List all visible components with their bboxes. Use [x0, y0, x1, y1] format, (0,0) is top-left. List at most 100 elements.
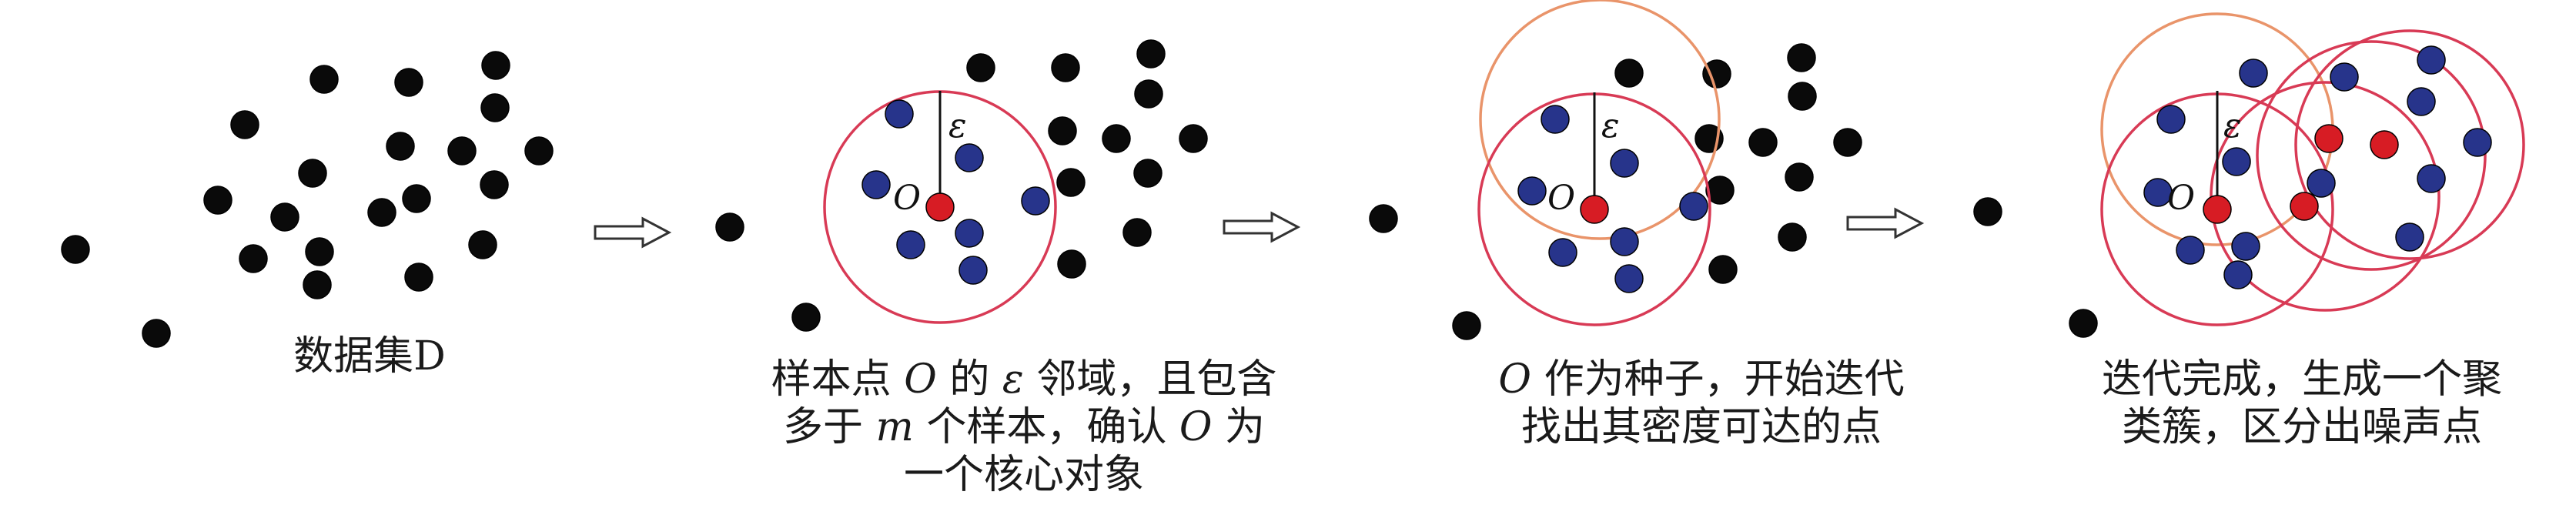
data-point: [1833, 128, 1862, 157]
data-point: [386, 132, 415, 161]
panel-2-core-point: εO: [715, 39, 1208, 332]
cluster-neighbourhood-circle: [2294, 29, 2525, 260]
data-point: [715, 212, 744, 242]
data-point: [270, 202, 299, 232]
caption-line: O 作为种子，开始迭代: [1370, 356, 2032, 403]
caption-text: 迭代完成，生成一个聚: [2101, 356, 2502, 403]
neighbour-point: [1610, 227, 1639, 256]
caption-panel-4: 迭代完成，生成一个聚类簇，区分出噪声点: [2032, 356, 2571, 451]
caption-text: 数据集D: [293, 333, 446, 380]
data-point: [1051, 53, 1080, 82]
caption-line: 类簇，区分出噪声点: [2032, 403, 2571, 451]
neighbour-point: [1541, 105, 1570, 134]
cluster-point: [2407, 87, 2436, 116]
data-point: [394, 68, 423, 97]
epsilon-label: ε: [2223, 106, 2242, 145]
cluster-point: [2143, 178, 2173, 207]
data-point: [1614, 59, 1644, 88]
data-point: [303, 270, 332, 299]
data-point: [1702, 59, 1731, 89]
data-point: [1056, 168, 1086, 197]
data-point: [1122, 218, 1152, 247]
data-point: [1048, 116, 1077, 145]
core-point: [2290, 192, 2319, 221]
data-point: [1133, 159, 1163, 188]
cluster-point: [2223, 260, 2253, 289]
core-point: [2370, 130, 2399, 159]
caption-text: 一个核心对象: [903, 452, 1144, 498]
noise-point: [1973, 197, 2002, 226]
caption-line: 找出其密度可达的点: [1370, 403, 2032, 451]
cluster-point: [2176, 236, 2205, 265]
data-point: [61, 235, 90, 264]
arrow-2-to-3: [1223, 211, 1301, 243]
data-point: [367, 198, 396, 227]
cluster-neighbourhood-circle: [2210, 81, 2441, 312]
neighbour-point: [955, 143, 984, 172]
core-point-label: O: [1547, 179, 1575, 218]
data-point: [239, 244, 268, 273]
core-point-label: O: [2167, 179, 2195, 218]
caption-text: 为: [1212, 404, 1266, 450]
data-point: [1136, 39, 1166, 69]
caption-text: 类簇，区分出噪声点: [2121, 404, 2482, 450]
data-point: [404, 263, 433, 292]
caption-line: 样本点 O 的 ε 邻域，且包含: [654, 356, 1393, 403]
data-point: [1787, 43, 1816, 72]
expanded-neighbourhood-circle: [1479, 0, 1721, 240]
data-point: [1778, 222, 1807, 252]
data-point: [203, 186, 233, 215]
arrows: [594, 207, 1925, 249]
caption-text: 多于: [782, 404, 876, 450]
math-symbol: ε: [1002, 356, 1024, 403]
neighbour-point: [885, 99, 914, 129]
data-point: [447, 136, 477, 166]
caption-text: 个样本，确认: [913, 404, 1179, 450]
data-point: [1452, 311, 1481, 340]
caption-panel-1: 数据集D: [192, 333, 547, 380]
caption-text: 邻域，且包含: [1023, 356, 1277, 403]
data-point: [468, 230, 497, 259]
panel-4-cluster: εO: [1973, 12, 2525, 338]
caption-line: 一个核心对象: [654, 451, 1393, 499]
caption-panel-3: O 作为种子，开始迭代找出其密度可达的点: [1370, 356, 2032, 451]
cluster-point: [2417, 45, 2446, 75]
data-point: [1788, 82, 1817, 111]
data-point: [1369, 204, 1398, 233]
cluster-point: [2156, 105, 2186, 134]
data-point: [1748, 128, 1778, 157]
cluster-point: [2222, 147, 2251, 176]
caption-text: 找出其密度可达的点: [1521, 404, 1882, 450]
neighbour-point: [1610, 149, 1639, 178]
cluster-point: [2330, 62, 2359, 92]
data-point: [402, 184, 431, 213]
math-symbol: m: [875, 404, 914, 450]
data-point: [230, 110, 259, 139]
core-point: [2314, 124, 2343, 153]
neighbour-point: [1548, 238, 1577, 267]
data-point: [1102, 124, 1131, 153]
data-point: [524, 136, 554, 166]
arrow-3-to-4: [1846, 207, 1925, 239]
cluster-point: [2239, 59, 2268, 88]
neighbour-point: [958, 256, 988, 285]
caption-line: 多于 m 个样本，确认 O 为: [654, 403, 1393, 451]
core-point-o: [1580, 195, 1609, 224]
cluster-point: [2463, 128, 2492, 157]
math-symbol: O: [1498, 356, 1532, 403]
data-point: [1134, 79, 1163, 109]
caption-text: 作为种子，开始迭代: [1531, 356, 1905, 403]
data-point: [480, 93, 510, 122]
data-point: [1179, 124, 1208, 153]
epsilon-label: ε: [1601, 106, 1620, 145]
data-point: [1708, 255, 1738, 284]
neighbour-point: [861, 170, 891, 199]
data-point: [309, 65, 339, 94]
data-point: [791, 303, 821, 332]
caption-panel-2: 样本点 O 的 ε 邻域，且包含多于 m 个样本，确认 O 为一个核心对象: [654, 356, 1393, 499]
neighbour-point: [896, 230, 925, 259]
core-point-label: O: [893, 179, 921, 218]
data-point: [1705, 176, 1735, 205]
